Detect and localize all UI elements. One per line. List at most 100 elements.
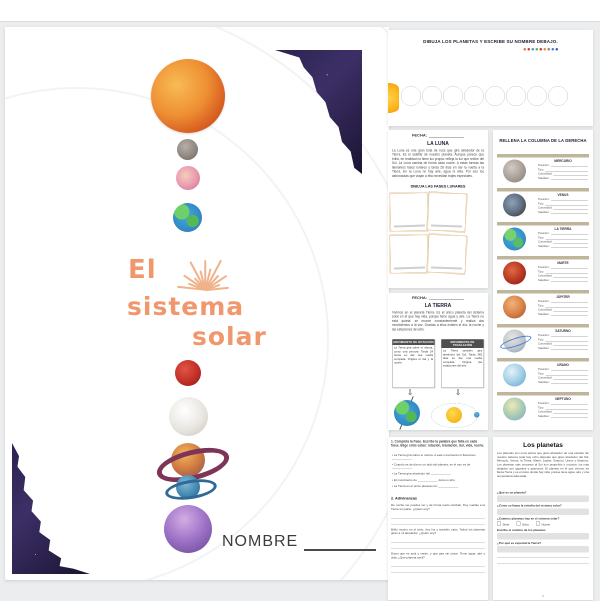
answer-line <box>497 559 589 564</box>
planet-name: URANO <box>557 363 569 368</box>
answer-line <box>391 562 485 567</box>
field-label: Posición: <box>538 300 550 303</box>
task1-item: • La Tierra es el único planeta con ____… <box>392 485 459 488</box>
marte-thumbnail <box>503 261 526 285</box>
uranus-image <box>176 475 200 499</box>
answer-line <box>391 513 485 519</box>
field-blank-line <box>551 211 588 214</box>
field-blank-line <box>553 377 588 380</box>
field-blank-line <box>553 207 588 210</box>
field-label: Satélites: <box>538 244 550 248</box>
field-label: Curiosidad: <box>538 308 553 312</box>
field-label: Satélites: <box>538 414 550 418</box>
planet-field: Posición: <box>538 198 588 201</box>
translation-box: MOVIMIENTO DE TRASLACIÓN La Tierra tambi… <box>441 339 484 388</box>
planet-name: JÚPITER <box>556 295 570 300</box>
date-label: FECHA: <box>411 133 428 138</box>
field-blank-line <box>551 279 588 282</box>
moon-phase-box <box>427 234 467 274</box>
question-label: ¿Cuántos planetas hay en el sistema sola… <box>497 517 560 521</box>
field-label: Curiosidad: <box>538 240 553 244</box>
question-label: ¿Cómo se llama la estrella del sistema s… <box>497 504 562 508</box>
name-field: NOMBRE <box>222 533 377 551</box>
task2-title: 2. Adivinanzas <box>391 496 417 501</box>
field-label: Curiosidad: <box>538 410 553 414</box>
planet-field: Satélites: <box>538 177 588 180</box>
date-blank-line <box>429 133 465 138</box>
fill-column-title: RELLENA LA COLUMNA DE LA DERECHA <box>499 138 587 143</box>
task1-item: • La Tierra gira alrededor del _________… <box>392 472 451 476</box>
planet-field: Satélites: <box>538 245 588 248</box>
moon-page: FECHA: LA LUNA La Luna es una gran bola … <box>388 130 488 288</box>
translation-box-title: MOVIMIENTO DE TRASLACIÓN <box>441 339 484 348</box>
planet-name: NEPTUNO <box>555 397 571 402</box>
earth-page: FECHA: LA TIERRA Vivimos en el planeta T… <box>388 293 488 430</box>
field-blank-line <box>550 402 588 405</box>
field-label: Tipo: <box>538 304 545 308</box>
page-number: 1 <box>542 595 544 598</box>
planet-field: Posición: <box>538 300 588 303</box>
planet-field: Satélites: <box>538 381 588 384</box>
moon-phase-box <box>427 192 467 232</box>
qa-paragraph: Los planetas son unos astros que giran a… <box>497 452 589 478</box>
field-blank-line <box>545 236 588 240</box>
field-label: Curiosidad: <box>538 206 553 210</box>
planet-field: Satélites: <box>538 415 588 418</box>
divider-bar <box>497 256 589 260</box>
orbit-earth-dot <box>474 412 480 418</box>
rotation-diagram <box>394 400 420 426</box>
planet-name: MERCURIO <box>554 159 572 164</box>
divider-bar <box>497 154 589 158</box>
field-blank-line <box>553 241 588 244</box>
divider-bar <box>497 188 589 192</box>
field-label: Posición: <box>538 402 550 405</box>
field-label: Satélites: <box>538 346 550 350</box>
planet-field: Tipo: <box>538 372 588 376</box>
date-field: FECHA: <box>388 296 488 300</box>
field-label: Curiosidad: <box>538 376 553 380</box>
option-item: Nueve <box>536 521 550 527</box>
divider-bar <box>497 392 589 396</box>
earth-image <box>173 203 202 232</box>
planet-name: MARTE <box>557 261 569 266</box>
field-blank-line <box>545 202 588 206</box>
exercises-page: 1. Completa la frase. Escribe la palabra… <box>388 437 488 600</box>
jupiter-image <box>169 397 208 436</box>
checkbox-icon <box>497 521 501 526</box>
planet-draw-circle <box>485 86 505 106</box>
field-blank-line <box>550 300 588 303</box>
draw-planets-page: DIBUJA LOS PLANETAS Y ESCRIBE SU NOMBRE … <box>388 30 593 126</box>
answer-line <box>391 544 485 549</box>
planet-field: Posición: <box>538 402 588 405</box>
divider-bar <box>497 222 589 226</box>
planet-draw-circle <box>464 86 484 106</box>
moon-phases-title: DIBUJA LAS FASES LUNARES <box>410 184 466 189</box>
planet-field: Curiosidad: <box>538 275 588 278</box>
field-label: Satélites: <box>538 278 550 282</box>
jupiter-thumbnail <box>503 295 526 319</box>
mini-planet-icon <box>539 48 542 51</box>
field-label: Posición: <box>538 368 550 371</box>
task1-items: • La Tierra gira sobre sí misma. A este … <box>392 454 485 491</box>
neptuno-thumbnail <box>503 397 526 421</box>
field-blank-line <box>550 232 588 235</box>
field-blank-line <box>550 334 588 337</box>
planet-draw-circle <box>443 86 463 106</box>
mercurio-thumbnail <box>503 159 526 183</box>
task1-item: • El movimiento de ____________ dura un … <box>392 478 456 482</box>
qa-question-list: ¿Qué es un planeta?¿Cómo se llama la est… <box>497 489 589 565</box>
field-blank-line <box>551 347 588 350</box>
field-blank-line <box>551 245 588 248</box>
field-label: Curiosidad: <box>538 172 553 176</box>
planet-field: Posición: <box>538 266 588 269</box>
